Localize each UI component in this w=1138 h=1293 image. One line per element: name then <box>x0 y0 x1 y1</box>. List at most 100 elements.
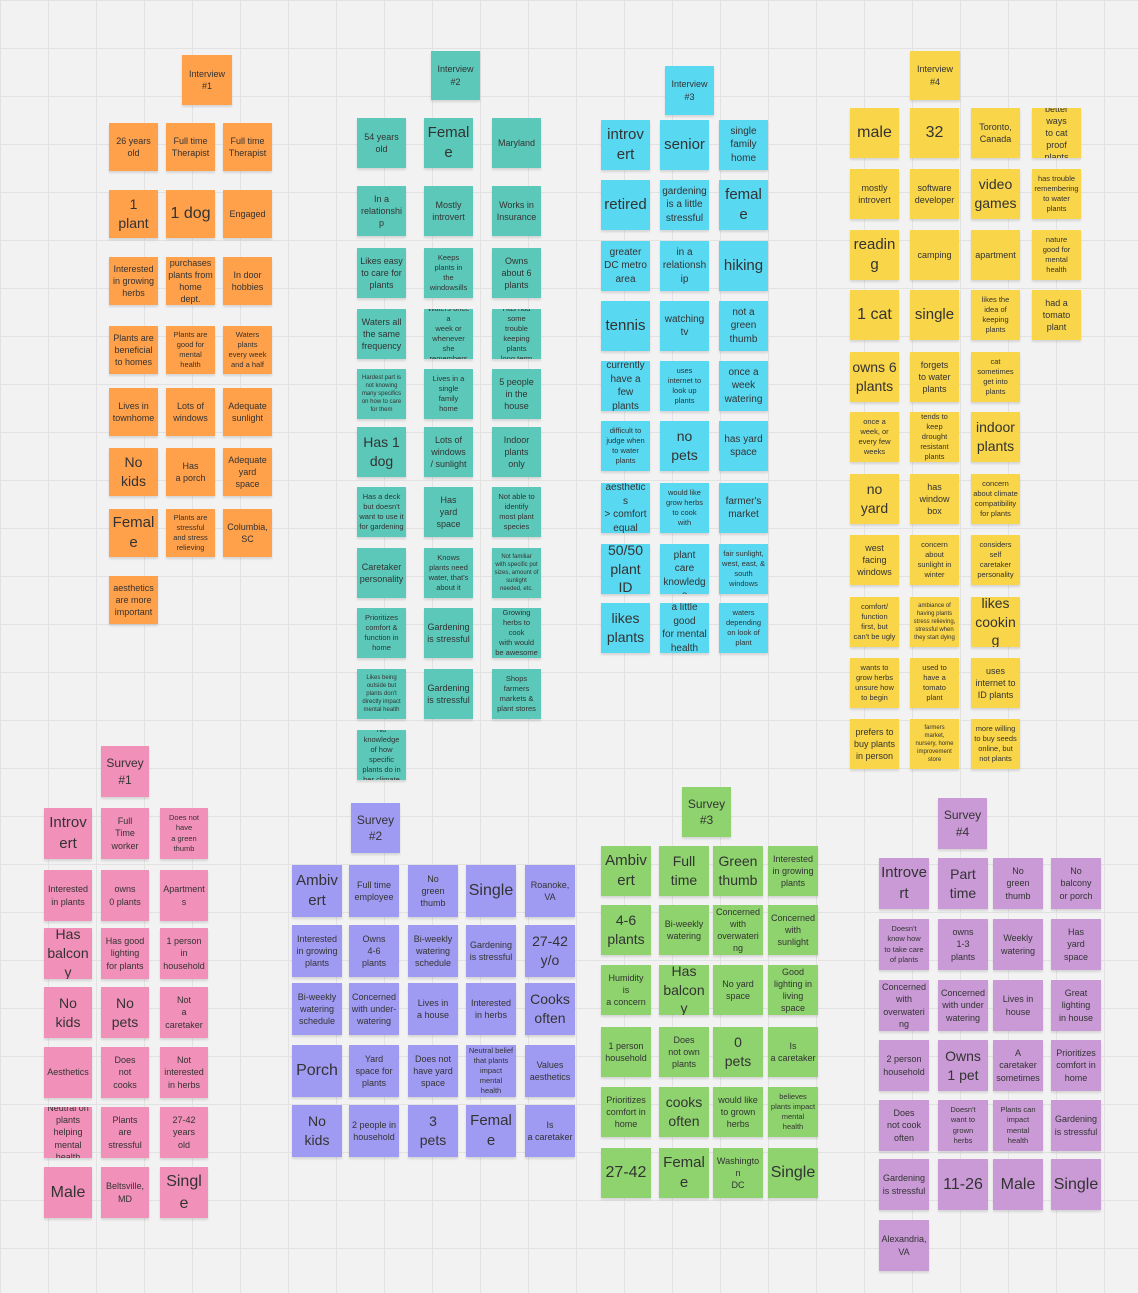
interview-1-sticky-note[interactable]: 1 dog <box>166 190 215 238</box>
interview-2-sticky-note[interactable]: Has had some trouble keeping plants long… <box>492 309 541 359</box>
survey-4-sticky-note[interactable]: Part time <box>938 858 988 909</box>
survey-3-sticky-note[interactable]: Does not own plants <box>659 1027 709 1077</box>
survey-2-sticky-note[interactable]: Interested in growing plants <box>292 925 342 977</box>
survey-2-sticky-note[interactable]: Owns 4-6 plants <box>349 925 399 977</box>
survey-4-sticky-note[interactable]: Introvert <box>879 858 929 909</box>
interview-1-sticky-note[interactable]: Columbia, SC <box>223 509 272 557</box>
survey-4-sticky-note[interactable]: Does not cook often <box>879 1100 929 1151</box>
survey-3-sticky-note[interactable]: Washington DC <box>713 1148 763 1198</box>
survey-1-sticky-note[interactable]: Has good lighting for plants <box>101 928 149 979</box>
survey-3-sticky-note[interactable]: Single <box>768 1148 818 1198</box>
interview-2-sticky-note[interactable]: Shops farmers markets & plant stores <box>492 669 541 719</box>
survey-4-sticky-note[interactable]: Great lighting in house <box>1051 980 1101 1031</box>
survey-1-sticky-note[interactable]: Has balcony <box>44 928 92 979</box>
survey-4-sticky-note[interactable]: Plants can impact mental health <box>993 1100 1043 1151</box>
survey-1-sticky-note[interactable]: Does not cooks <box>101 1047 149 1098</box>
interview-3-sticky-note[interactable]: difficult to judge when to water plants <box>601 421 650 471</box>
survey-4-sticky-note[interactable]: 2 person household <box>879 1040 929 1091</box>
interview-2-sticky-note[interactable]: Female <box>424 118 473 168</box>
survey-4-sticky-note[interactable]: No green thumb <box>993 858 1043 909</box>
interview-1-sticky-note[interactable]: Lots of windows <box>166 388 215 436</box>
survey-4-sticky-note[interactable]: Has yard space <box>1051 919 1101 970</box>
interview-2-sticky-note[interactable]: Waters once a week or whenever she remem… <box>424 309 473 359</box>
interview-2-sticky-note[interactable]: Waters all the same frequency <box>357 309 406 359</box>
survey-2-sticky-note[interactable]: 27-42 y/o <box>525 925 575 977</box>
interview-3-sticky-note[interactable]: gardening is a little stressful <box>660 180 709 230</box>
survey-3-sticky-note[interactable]: 0 pets <box>713 1027 763 1077</box>
survey-2-sticky-note[interactable]: Porch <box>292 1045 342 1097</box>
survey-1-sticky-note[interactable]: No pets <box>101 987 149 1038</box>
survey-4-sticky-note[interactable]: Lives in house <box>993 980 1043 1031</box>
survey-4-sticky-note[interactable]: Alexandria, VA <box>879 1220 929 1271</box>
interview-4-sticky-note[interactable]: 32 <box>910 108 959 158</box>
survey-4-sticky-note[interactable]: Doesn't know how to take care of plants <box>879 919 929 970</box>
interview-2-sticky-note[interactable]: Caretaker personality <box>357 548 406 598</box>
interview-2-sticky-note[interactable]: Mostly introvert <box>424 186 473 236</box>
survey-3-sticky-note[interactable]: Female <box>659 1148 709 1198</box>
interview-3-sticky-note[interactable]: introvert <box>601 120 650 170</box>
survey-2-sticky-note[interactable]: Is a caretaker <box>525 1105 575 1157</box>
survey-2-sticky-note[interactable]: No kids <box>292 1105 342 1157</box>
survey-3-sticky-note[interactable]: Ambivert <box>601 846 651 896</box>
interview-2-sticky-note[interactable]: Gardening is stressful <box>424 608 473 658</box>
survey-1-sticky-note[interactable]: Does not have a green thumb <box>160 808 208 859</box>
survey-2-sticky-note[interactable]: Bi-weekly watering schedule <box>292 983 342 1035</box>
interview-2-sticky-note[interactable]: Has 1 dog <box>357 427 406 477</box>
survey-3-sticky-note[interactable]: Interested in growing plants <box>768 846 818 896</box>
interview-1-sticky-note[interactable]: Interested in growing herbs <box>109 257 158 305</box>
interview-3-sticky-note[interactable]: no pets <box>660 421 709 471</box>
survey-4-sticky-note[interactable]: Prioritizes comfort in home <box>1051 1040 1101 1091</box>
interview-4-sticky-note[interactable]: Toronto, Canada <box>971 108 1020 158</box>
survey-4-sticky-note[interactable]: Male <box>993 1159 1043 1210</box>
interview-1-sticky-note[interactable]: purchases plants from home dept. <box>166 257 215 305</box>
interview-4-sticky-note[interactable]: better ways to cat proof plants <box>1032 108 1081 158</box>
interview-2-sticky-note[interactable]: Not able to identify most plant species <box>492 487 541 537</box>
survey-4-sticky-note[interactable]: Single <box>1051 1159 1101 1210</box>
survey-1-sticky-note[interactable]: Plants are stressful <box>101 1107 149 1158</box>
interview-1-title-note[interactable]: Interview #1 <box>182 55 232 105</box>
survey-2-sticky-note[interactable]: 3 pets <box>408 1105 458 1157</box>
survey-1-sticky-note[interactable]: owns 0 plants <box>101 870 149 921</box>
survey-3-sticky-note[interactable]: Concerned with sunlight <box>768 905 818 955</box>
interview-4-sticky-note[interactable]: 1 cat <box>850 290 899 340</box>
survey-2-sticky-note[interactable]: Gardening is stressful <box>466 925 516 977</box>
interview-1-sticky-note[interactable]: aesthetics are more important <box>109 576 158 624</box>
interview-3-sticky-note[interactable]: would like grow herbs to cook with <box>660 483 709 533</box>
survey-4-title-note[interactable]: Survey #4 <box>938 798 987 849</box>
interview-4-sticky-note[interactable]: ambiance of having plants stress relievi… <box>910 597 959 647</box>
interview-1-sticky-note[interactable]: Plants are good for mental health <box>166 326 215 374</box>
interview-3-sticky-note[interactable]: in a relationship <box>660 241 709 291</box>
interview-4-sticky-note[interactable]: male <box>850 108 899 158</box>
interview-3-sticky-note[interactable]: aesthetics > comfort equal <box>601 483 650 533</box>
interview-4-sticky-note[interactable]: forgets to water plants <box>910 352 959 402</box>
interview-3-sticky-note[interactable]: farmer's market <box>719 483 768 533</box>
interview-1-sticky-note[interactable]: Adequate yard space <box>223 448 272 496</box>
interview-2-sticky-note[interactable]: 5 people in the house <box>492 369 541 419</box>
interview-4-sticky-note[interactable]: reading <box>850 230 899 280</box>
interview-4-sticky-note[interactable]: has trouble remembering to water plants <box>1032 169 1081 219</box>
survey-1-sticky-note[interactable]: Full Time worker <box>101 808 149 859</box>
interview-2-sticky-note[interactable]: Growing herbs to cook with would be awes… <box>492 608 541 658</box>
interview-2-sticky-note[interactable]: Lives in a single family home <box>424 369 473 419</box>
interview-1-sticky-note[interactable]: 26 years old <box>109 123 158 171</box>
interview-1-sticky-note[interactable]: Full time Therapist <box>166 123 215 171</box>
survey-2-sticky-note[interactable]: Single <box>466 865 516 917</box>
interview-4-sticky-note[interactable]: considers self caretaker personality <box>971 535 1020 585</box>
survey-2-sticky-note[interactable]: Values aesthetics <box>525 1045 575 1097</box>
interview-4-sticky-note[interactable]: more willing to buy seeds online, but no… <box>971 719 1020 769</box>
survey-1-title-note[interactable]: Survey #1 <box>101 746 149 797</box>
survey-3-sticky-note[interactable]: believes plants impact mental health <box>768 1087 818 1137</box>
survey-1-sticky-note[interactable]: 27-42 years old <box>160 1107 208 1158</box>
survey-1-sticky-note[interactable]: Interested in plants <box>44 870 92 921</box>
interview-2-sticky-note[interactable]: Indoor plants only <box>492 427 541 477</box>
survey-2-sticky-note[interactable]: Bi-weekly watering schedule <box>408 925 458 977</box>
interview-1-sticky-note[interactable]: No kids <box>109 448 158 496</box>
interview-4-sticky-note[interactable]: software developer <box>910 169 959 219</box>
survey-1-sticky-note[interactable]: Beltsville, MD <box>101 1167 149 1218</box>
interview-3-sticky-note[interactable]: a little good for mental health <box>660 603 709 653</box>
interview-4-sticky-note[interactable]: likes cooking <box>971 597 1020 647</box>
interview-2-sticky-note[interactable]: Lots of windows / sunlight <box>424 427 473 477</box>
survey-2-sticky-note[interactable]: Female <box>466 1105 516 1157</box>
interview-2-title-note[interactable]: Interview #2 <box>431 51 480 100</box>
